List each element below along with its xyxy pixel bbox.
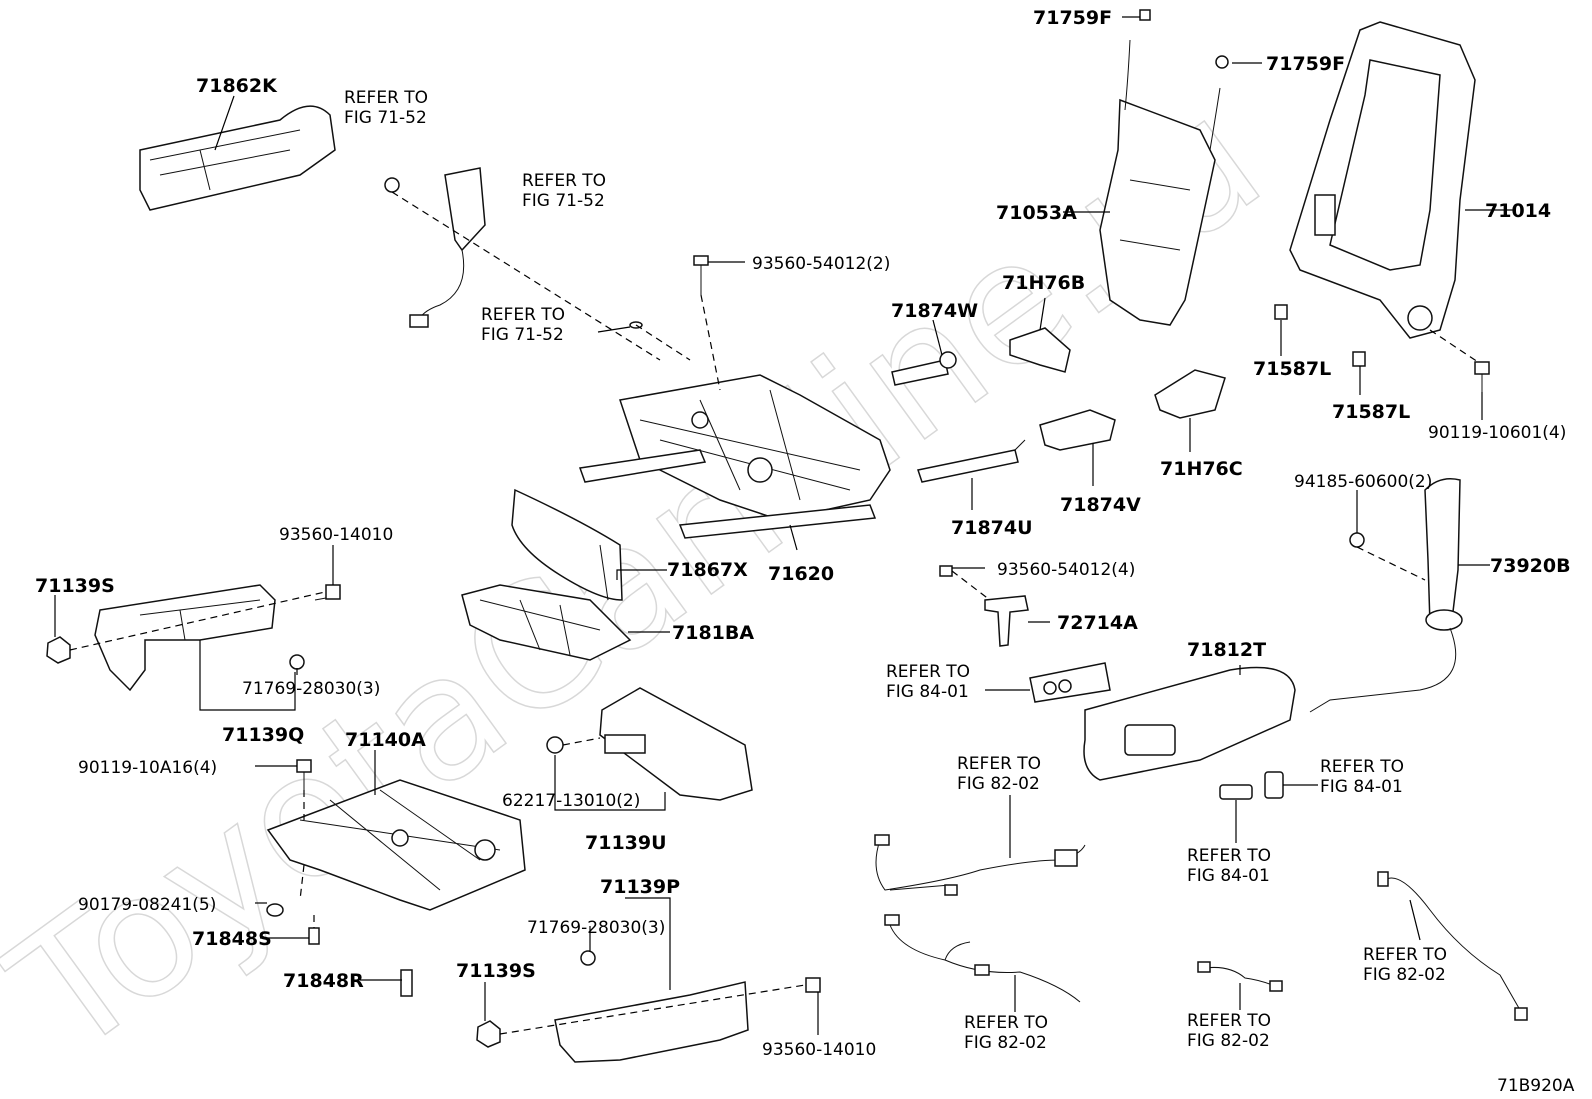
label-71874U: 71874U bbox=[951, 517, 1033, 539]
part-71139U-shape bbox=[546, 687, 753, 801]
part-bolt-93560-14010-top-shape bbox=[314, 584, 341, 601]
label-93560-54012-2: 93560-54012(2) bbox=[752, 254, 890, 274]
part-71H76C-shape bbox=[1154, 369, 1226, 419]
label-71759F-right: 71759F bbox=[1266, 53, 1345, 75]
refer-f-line2: FIG 84-01 bbox=[1320, 777, 1403, 797]
part-7181BA-shape bbox=[461, 584, 632, 661]
leader-lines bbox=[54, 16, 1515, 1035]
part-71620-shape bbox=[578, 374, 891, 539]
refer-g-line1: REFER TO bbox=[1187, 846, 1271, 866]
refer-g-line2: FIG 84-01 bbox=[1187, 866, 1270, 886]
part-71848R-shape bbox=[400, 969, 413, 997]
label-71867X: 71867X bbox=[667, 559, 748, 581]
refer-j-line1: REFER TO bbox=[1187, 1011, 1271, 1031]
label-71769-28030-top: 71769-28030(3) bbox=[242, 679, 380, 699]
part-71874U-shape bbox=[917, 439, 1026, 483]
refer-d-line1: REFER TO bbox=[886, 662, 970, 682]
refer-i-line1: REFER TO bbox=[964, 1013, 1048, 1033]
refer-j-line2: FIG 82-02 bbox=[1187, 1031, 1270, 1051]
label-7181BA: 7181BA bbox=[672, 622, 754, 644]
part-harness-i-shape bbox=[884, 914, 1081, 1003]
part-buckle-shape bbox=[384, 167, 486, 328]
label-71587L-b: 71587L bbox=[1332, 401, 1410, 423]
label-71140A: 71140A bbox=[345, 729, 426, 751]
refer-h-line1: REFER TO bbox=[1363, 945, 1447, 965]
part-71139P-shape bbox=[554, 950, 749, 1063]
refer-d-line2: FIG 84-01 bbox=[886, 682, 969, 702]
part-71587L-a-shape bbox=[1274, 304, 1288, 320]
refer-h-line2: FIG 82-02 bbox=[1363, 965, 1446, 985]
label-62217-13010-2: 62217-13010(2) bbox=[502, 791, 640, 811]
label-71862K: 71862K bbox=[196, 75, 278, 97]
part-71862K-shape bbox=[139, 105, 336, 211]
refer-b-line2: FIG 71-52 bbox=[522, 191, 605, 211]
part-harness-e-shape bbox=[874, 834, 1086, 896]
refer-b-line1: REFER TO bbox=[522, 171, 606, 191]
refer-a-line2: FIG 71-52 bbox=[344, 108, 427, 128]
label-71759F-top: 71759F bbox=[1033, 7, 1112, 29]
label-71139S-bottom: 71139S bbox=[456, 960, 536, 982]
part-harness-j-shape bbox=[1197, 961, 1283, 992]
label-71139S-top: 71139S bbox=[35, 575, 115, 597]
part-71812T-shape bbox=[1083, 666, 1296, 781]
label-71139P: 71139P bbox=[600, 876, 680, 898]
part-71139Q-shape bbox=[94, 584, 276, 692]
label-71587L-a: 71587L bbox=[1253, 358, 1331, 380]
label-90119-10601-4: 90119-10601(4) bbox=[1428, 423, 1566, 443]
label-90119-10A16-4: 90119-10A16(4) bbox=[78, 758, 217, 778]
label-72714A: 72714A bbox=[1057, 612, 1138, 634]
part-71139S-bottom-shape bbox=[476, 1020, 501, 1048]
label-71H76C: 71H76C bbox=[1160, 458, 1243, 480]
label-90179-08241-5: 90179-08241(5) bbox=[78, 895, 216, 915]
part-bolt-93560-shape bbox=[693, 255, 709, 295]
label-73920B: 73920B bbox=[1490, 555, 1571, 577]
refer-c-line1: REFER TO bbox=[481, 305, 565, 325]
label-93560-14010-top: 93560-14010 bbox=[279, 525, 393, 545]
label-71848R: 71848R bbox=[283, 970, 364, 992]
part-bolt-93560-14010-bottom-shape bbox=[805, 977, 821, 993]
part-bolt-93560-54012-4-shape bbox=[939, 565, 953, 577]
label-93560-54012-4: 93560-54012(4) bbox=[997, 560, 1135, 580]
part-71587L-b-shape bbox=[1352, 351, 1366, 367]
label-71848S: 71848S bbox=[192, 928, 272, 950]
refer-a-line1: REFER TO bbox=[344, 88, 428, 108]
part-switch-f-shape bbox=[1264, 771, 1284, 799]
label-71620: 71620 bbox=[768, 563, 834, 585]
refer-f-line1: REFER TO bbox=[1320, 757, 1404, 777]
part-switch-g-shape bbox=[1219, 784, 1253, 800]
label-93560-14010-bottom: 93560-14010 bbox=[762, 1040, 876, 1060]
label-71014: 71014 bbox=[1485, 200, 1551, 222]
refer-i-line2: FIG 82-02 bbox=[964, 1033, 1047, 1053]
part-71014-shape bbox=[1289, 21, 1476, 339]
figure-code: 71B920A bbox=[1497, 1076, 1575, 1096]
label-94185-60600-2: 94185-60600(2) bbox=[1294, 472, 1432, 492]
refer-e-line1: REFER TO bbox=[957, 754, 1041, 774]
part-71848S-shape bbox=[308, 927, 320, 945]
part-switch-module-shape bbox=[1029, 662, 1111, 703]
part-71053A-shape bbox=[1099, 9, 1229, 326]
part-nut-71769-top-shape bbox=[289, 654, 305, 670]
refer-e-line2: FIG 82-02 bbox=[957, 774, 1040, 794]
part-71867X-shape bbox=[511, 488, 623, 601]
part-71140A-shape bbox=[266, 779, 526, 911]
refer-c-line2: FIG 71-52 bbox=[481, 325, 564, 345]
part-72714A-shape bbox=[984, 595, 1029, 647]
part-harness-h-shape bbox=[1377, 871, 1528, 1021]
part-71H76B-shape bbox=[1009, 327, 1071, 373]
label-71139Q: 71139Q bbox=[222, 724, 304, 746]
label-71812T: 71812T bbox=[1187, 639, 1266, 661]
label-71H76B: 71H76B bbox=[1002, 272, 1085, 294]
part-nut-90179-shape bbox=[266, 903, 284, 917]
label-71139U: 71139U bbox=[585, 832, 667, 854]
label-71874W: 71874W bbox=[891, 300, 978, 322]
label-71053A: 71053A bbox=[996, 202, 1077, 224]
part-73920B-shape bbox=[1309, 478, 1463, 713]
part-71874V-shape bbox=[1039, 409, 1116, 451]
part-71874W-shape bbox=[891, 351, 957, 386]
label-71874V: 71874V bbox=[1060, 494, 1141, 516]
part-bolt-90119-10601-shape bbox=[1474, 361, 1490, 392]
part-71139S-top-shape bbox=[46, 636, 71, 664]
label-71769-28030-bottom: 71769-28030(3) bbox=[527, 918, 665, 938]
